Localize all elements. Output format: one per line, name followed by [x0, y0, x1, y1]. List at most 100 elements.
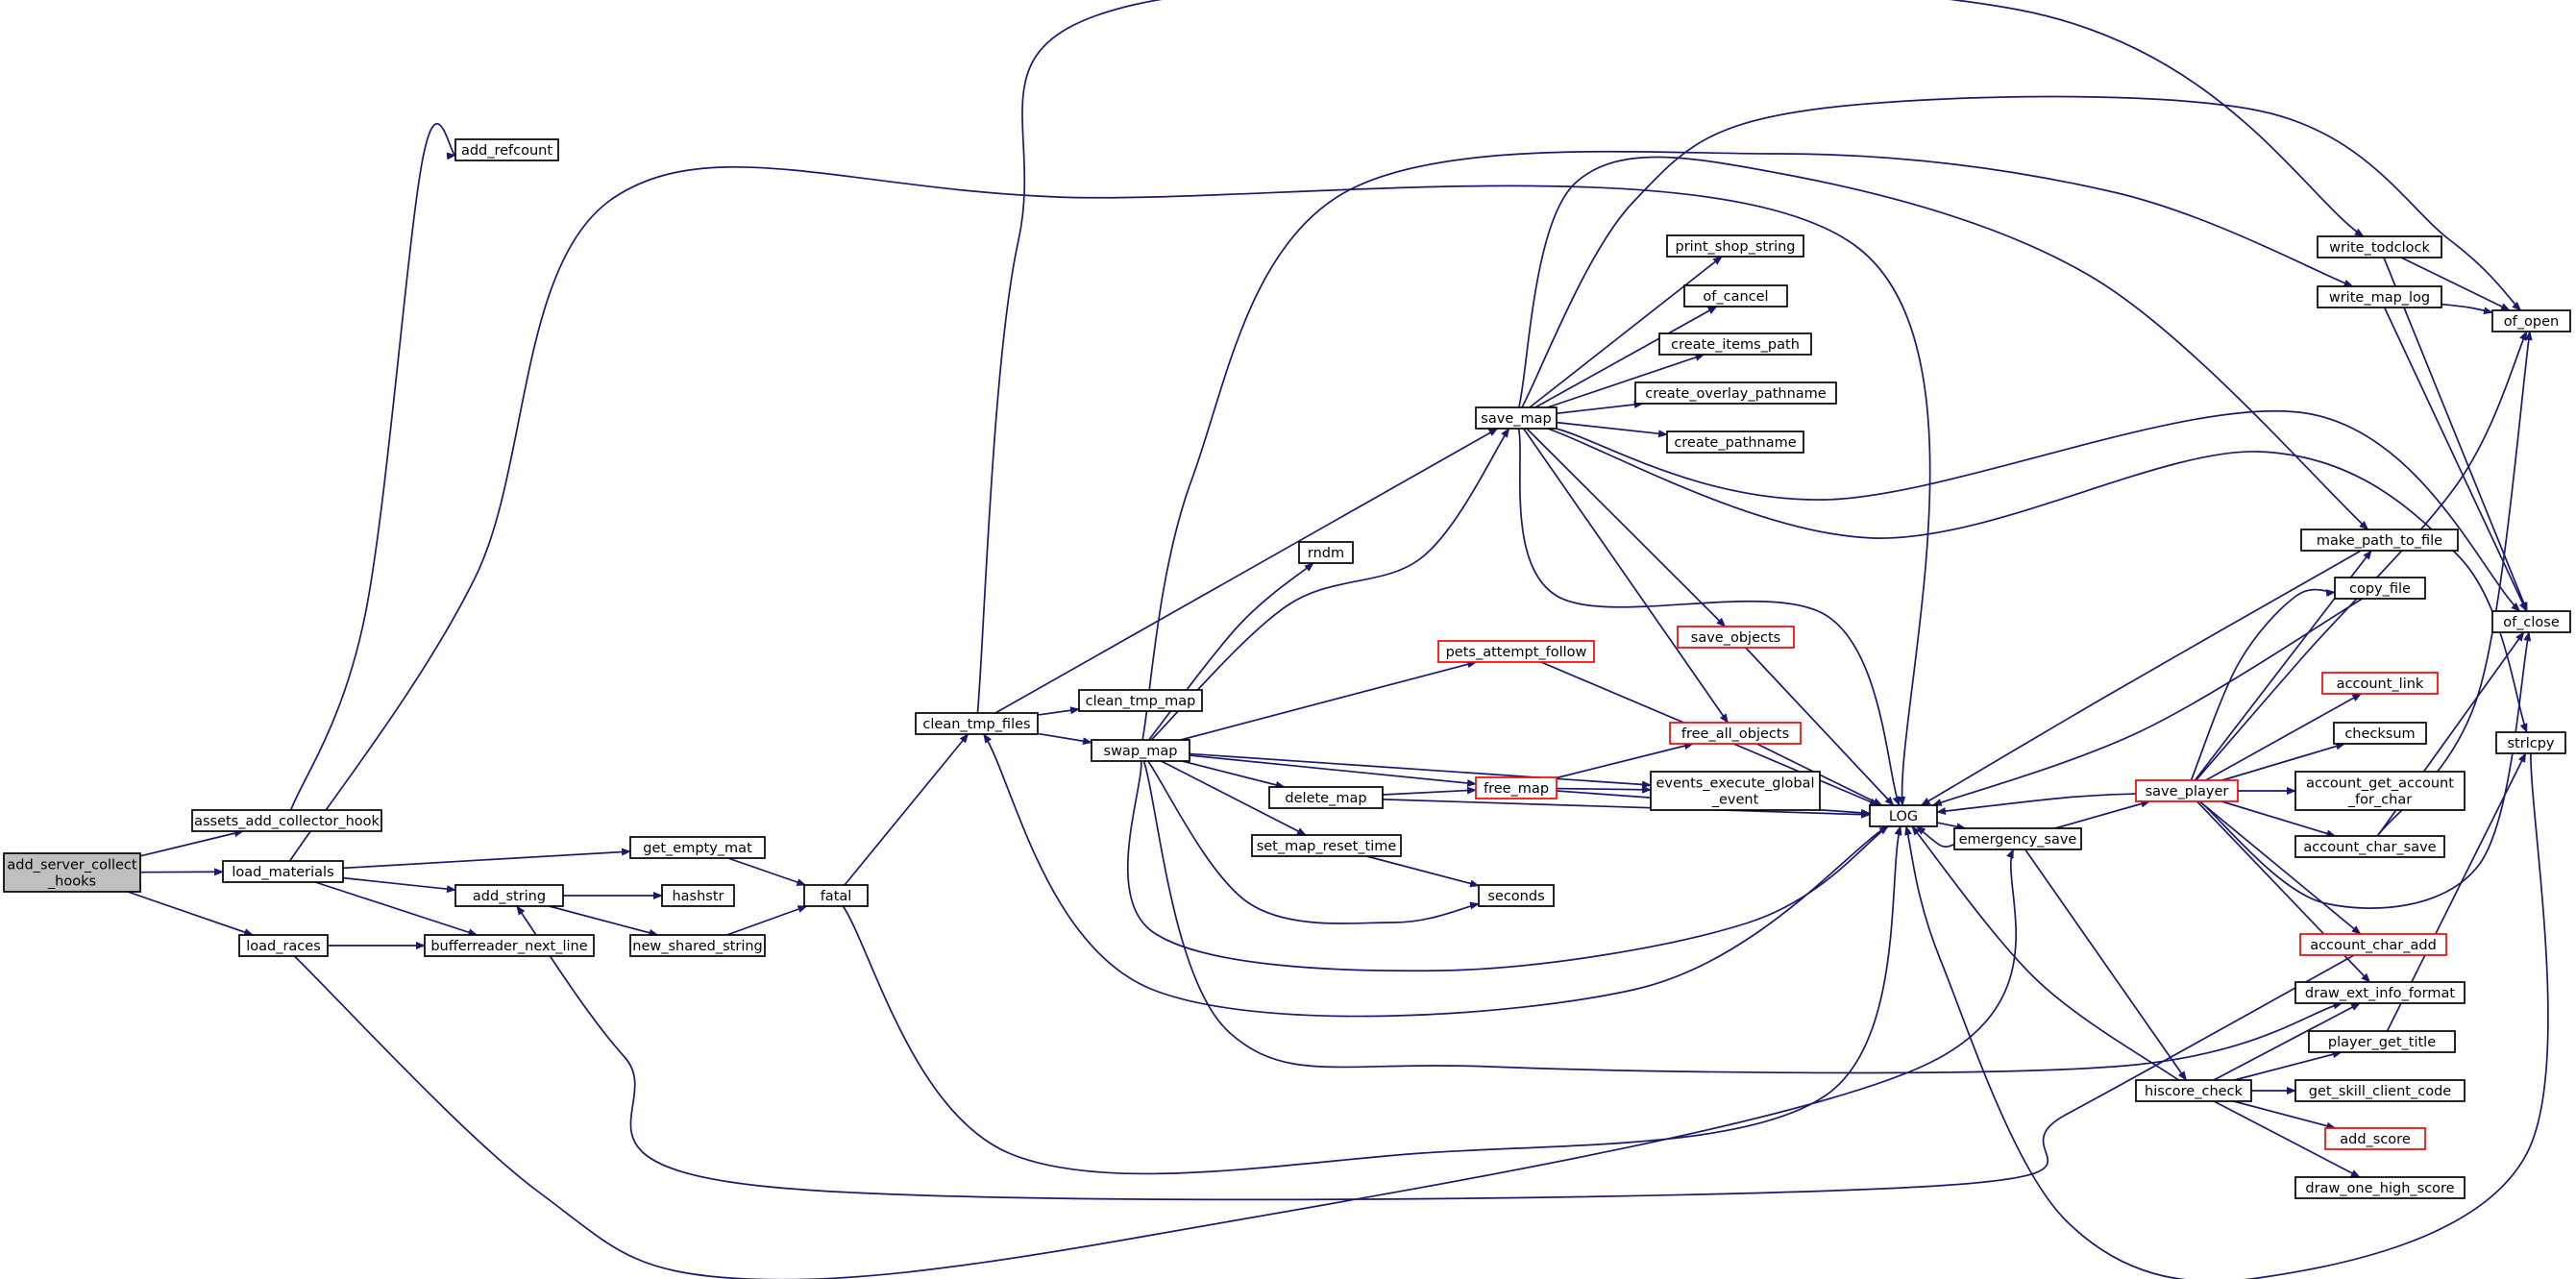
edge-write_map_log-to-of_close	[2383, 307, 2528, 612]
node-get-skill-client-code[interactable]: get_skill_client_code	[2294, 1079, 2466, 1102]
node-label: pets_attempt_follow	[1446, 645, 1587, 660]
node-account-link[interactable]: account_link	[2321, 672, 2439, 695]
node-assets-add-collector-hook[interactable]: assets_add_collector_hook	[191, 809, 382, 832]
node-swap-map[interactable]: swap_map	[1091, 739, 1190, 762]
node-of-cancel[interactable]: of_cancel	[1683, 284, 1788, 307]
node-box	[1666, 234, 1804, 258]
edge-line	[139, 829, 244, 857]
node-clean-tmp-map[interactable]: clean_tmp_map	[1078, 689, 1203, 712]
edge-hiscore_check-to-draw_one_high_score	[2213, 1100, 2361, 1178]
edge-save_player-to-checksum	[2221, 742, 2346, 781]
node-set-map-reset-time[interactable]: set_map_reset_time	[1251, 834, 1402, 857]
edge-line	[1161, 760, 1307, 836]
edge-line	[983, 733, 1888, 1018]
node-box	[2300, 529, 2459, 552]
node-free-all-objects[interactable]: free_all_objects	[1669, 722, 1802, 745]
node-box	[2491, 610, 2571, 633]
edge-copy_file-to-LOG	[1931, 598, 2364, 806]
node-box	[191, 809, 382, 832]
node-box	[454, 138, 559, 161]
node-bufferreader-next-line[interactable]: bufferreader_next_line	[424, 934, 595, 957]
edge-line	[1904, 752, 2549, 1279]
node-label: load_materials	[232, 865, 333, 880]
edge-line	[2400, 257, 2511, 311]
edge-line	[2205, 693, 2363, 781]
node-save-objects[interactable]: save_objects	[1677, 626, 1795, 649]
node-checksum[interactable]: checksum	[2333, 722, 2427, 745]
node-fatal[interactable]: fatal	[803, 884, 869, 907]
node-strlcpy[interactable]: strlcpy	[2495, 731, 2566, 754]
node-box	[1091, 739, 1190, 762]
node-box	[2333, 722, 2427, 745]
node-save-player[interactable]: save_player	[2135, 779, 2239, 802]
edge-swap_map-to-rndm	[1147, 562, 1314, 741]
node-label: LOG	[1889, 809, 1918, 824]
edge-line	[844, 733, 969, 886]
edge-add_server_collect_hooks-to-load_races	[127, 891, 255, 936]
edge-add_string-to-new_shared_string	[549, 905, 659, 937]
node-hashstr[interactable]: hashstr	[661, 884, 735, 907]
edge-line	[1534, 306, 1718, 408]
edge-line	[994, 428, 1499, 714]
edge-line	[1189, 754, 1477, 787]
node-of-close[interactable]: of_close	[2491, 610, 2571, 633]
node-write-map-log[interactable]: write_map_log	[2317, 285, 2442, 308]
node-create-overlay-pathname[interactable]: create_overlay_pathname	[1634, 381, 1837, 405]
node-print-shop-string[interactable]: print_shop_string	[1666, 234, 1804, 258]
edge-load_materials-to-get_empty_mat	[342, 848, 631, 870]
node-LOG[interactable]: LOG	[1869, 804, 1938, 827]
node-box	[1683, 284, 1788, 307]
node-seconds[interactable]: seconds	[1478, 884, 1555, 907]
node-clean-tmp-files[interactable]: clean_tmp_files	[915, 712, 1039, 735]
node-player-get-title[interactable]: player_get_title	[2308, 1030, 2456, 1053]
edge-line	[1141, 150, 2354, 741]
node-label: rndm	[1308, 546, 1344, 561]
node-load-races[interactable]: load_races	[238, 934, 329, 957]
node-label: save_map	[1481, 411, 1551, 427]
edge-hiscore_check-to-draw_ext_info_format	[2213, 1002, 2361, 1081]
edge-line	[727, 857, 807, 886]
edge-line	[127, 891, 255, 936]
edge-free_map-to-free_all_objects	[1556, 742, 1694, 779]
node-add-string[interactable]: add_string	[454, 884, 564, 907]
edge-strlcpy-to-LOG	[1904, 752, 2549, 1279]
node-hiscore-check[interactable]: hiscore_check	[2135, 1079, 2252, 1102]
node-create-items-path[interactable]: create_items_path	[1658, 332, 1812, 356]
node-account-char-save[interactable]: account_char_save	[2294, 835, 2445, 858]
edge-line	[2220, 800, 2337, 838]
node-account-get-account-for-char[interactable]: account_get_account_for_char	[2294, 771, 2466, 811]
node-pets-attempt-follow[interactable]: pets_attempt_follow	[1437, 640, 1595, 663]
node-delete-map[interactable]: delete_map	[1268, 786, 1384, 809]
edge-swap_map-to-events_execute_global_event	[1189, 752, 1652, 789]
edge-line	[1150, 428, 1510, 741]
edge-swap_map-to-draw_ext_info_format	[1142, 760, 2343, 1074]
node-of-open[interactable]: of_open	[2491, 309, 2571, 332]
node-add-score[interactable]: add_score	[2324, 1127, 2426, 1150]
edge-free_map-to-events_execute_global_event	[1556, 785, 1652, 794]
node-rndm[interactable]: rndm	[1298, 541, 1354, 564]
node-label: draw_ext_info_format	[2305, 986, 2455, 1001]
node-draw-one-high-score[interactable]: draw_one_high_score	[2294, 1176, 2466, 1199]
node-copy-file[interactable]: copy_file	[2334, 577, 2426, 600]
node-draw-ext-info-format[interactable]: draw_ext_info_format	[2294, 981, 2466, 1004]
node-emergency-save[interactable]: emergency_save	[1953, 827, 2082, 850]
edge-delete_map-to-LOG	[1382, 799, 1871, 819]
edge-load_materials-to-bufferreader_next_line	[314, 881, 478, 937]
node-add-server-collect-hooks[interactable]: add_server_collect_hooks	[3, 852, 141, 893]
edge-line	[1382, 786, 1477, 796]
node-free-map[interactable]: free_map	[1475, 776, 1558, 799]
node-load-materials[interactable]: load_materials	[222, 860, 344, 883]
edge-line	[2198, 800, 2362, 935]
node-add-refcount[interactable]: add_refcount	[454, 138, 559, 161]
node-get-empty-mat[interactable]: get_empty_mat	[629, 836, 766, 859]
node-label: copy_file	[2349, 581, 2411, 597]
node-create-pathname[interactable]: create_pathname	[1666, 430, 1804, 454]
node-make-path-to-file[interactable]: make_path_to_file	[2300, 529, 2459, 552]
node-save-map[interactable]: save_map	[1475, 406, 1558, 430]
node-write-todclock[interactable]: write_todclock	[2317, 235, 2442, 258]
node-label: hashstr	[672, 889, 724, 904]
node-new-shared-string[interactable]: new_shared_string	[629, 934, 766, 957]
node-events-execute-global-event[interactable]: events_execute_global_event	[1650, 771, 1821, 811]
node-account-char-add[interactable]: account_char_add	[2299, 933, 2447, 956]
